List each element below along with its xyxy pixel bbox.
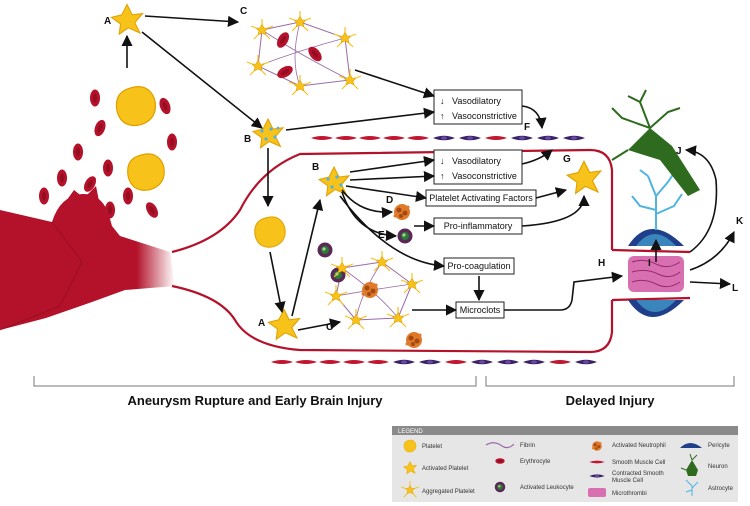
smooth-muscle-cells-bottom	[271, 359, 597, 365]
pro-inflammatory-label: Pro-inflammatory	[444, 221, 513, 231]
microclots-label: Microclots	[460, 305, 501, 315]
legend-microthrombi-icon	[588, 488, 606, 497]
activated-platelet-a-top	[110, 3, 144, 35]
legend-smooth-muscle-cell: Smooth Muscle Cell	[612, 460, 665, 466]
vasoconstrictive-label-inner: Vasoconstrictive	[452, 171, 517, 181]
legend-activated-leukocyte: Activated Leukocyte	[520, 485, 574, 491]
legend-aggregated-platelet: Aggregated Platelet	[422, 489, 475, 495]
letter-b-top: B	[244, 134, 251, 145]
legend-activated-platelet: Activated Platelet	[422, 466, 469, 472]
box-pro-coagulation: Pro-coagulation	[443, 257, 515, 275]
arrow-up-glyph-top: ↑	[440, 111, 445, 121]
escaped-platelets	[115, 86, 165, 191]
legend-neuron: Neuron	[708, 464, 728, 470]
letter-c-top: C	[240, 6, 247, 17]
letter-d: D	[386, 195, 393, 206]
activated-neutrophil-d	[393, 204, 410, 220]
letter-j: J	[676, 146, 682, 157]
legend-platelet: Platelet	[422, 444, 442, 450]
letter-a-top: A	[104, 16, 111, 27]
arrow-down-glyph-top: ↓	[440, 96, 445, 106]
pathway-arrows	[121, 15, 735, 331]
legend-pericyte-icon	[680, 443, 702, 448]
legend-pericyte: Pericyte	[708, 443, 730, 449]
legend-neuron-icon	[680, 453, 698, 476]
aggregated-cluster-c-top	[246, 10, 362, 96]
legend-erythrocyte-icon	[495, 458, 505, 464]
letter-i: I	[648, 258, 651, 269]
box-vasoactive-inner: ↓ Vasodilatory ↑ Vasoconstrictive	[433, 149, 523, 185]
legend-erythrocyte: Erythrocyte	[520, 459, 551, 465]
arrow-up-glyph-inner: ↑	[440, 171, 445, 181]
legend-contracted-smc-line1: Contracted Smooth	[612, 471, 664, 477]
legend-astrocyte-icon	[685, 479, 699, 496]
letter-b-inner: B	[312, 162, 319, 173]
activated-platelet-a-inner	[267, 308, 301, 340]
section-bracket-early	[33, 376, 477, 387]
pro-coagulation-label: Pro-coagulation	[447, 261, 510, 271]
ruptured-aneurysm-vessel	[0, 186, 175, 331]
escaped-erythrocytes	[39, 89, 177, 220]
legend-title: LEGEND	[398, 429, 423, 435]
platelet-inner	[254, 216, 286, 248]
activated-platelet-g	[566, 160, 602, 194]
legend-platelet-icon	[403, 439, 417, 453]
legend-activated-leukocyte-icon	[494, 481, 506, 493]
activated-leukocyte-inner	[317, 242, 333, 258]
vasoconstrictive-label-top: Vasoconstrictive	[452, 111, 517, 121]
astrocyte	[631, 169, 683, 230]
box-microclots: Microclots	[455, 301, 505, 319]
neuron	[611, 89, 700, 196]
legend-fibrin-icon	[485, 442, 515, 449]
letter-h: H	[598, 258, 605, 269]
letter-l: L	[732, 283, 738, 294]
activated-platelet-b-inner	[318, 166, 350, 197]
vasodilatory-label-inner: Vasodilatory	[452, 156, 501, 166]
legend-microthrombi: Microthrombi	[612, 491, 647, 497]
vessel-wall	[171, 148, 691, 354]
legend-activated-neutrophil: Activated Neutrophil	[612, 443, 666, 449]
smooth-muscle-cells-top	[311, 135, 585, 141]
letter-f: F	[524, 122, 530, 133]
microthrombi-i	[628, 256, 684, 292]
activated-platelet-b-top	[252, 118, 284, 149]
legend-fibrin: Fibrin	[520, 443, 535, 449]
box-pro-inflammatory: Pro-inflammatory	[433, 217, 523, 235]
section-label-early: Aneurysm Rupture and Early Brain Injury	[127, 393, 383, 408]
legend-astrocyte: Astrocyte	[708, 486, 734, 492]
letter-k: K	[736, 216, 744, 227]
arrow-down-glyph-inner: ↓	[440, 156, 445, 166]
platelet-activating-factors-label: Platelet Activating Factors	[429, 193, 533, 203]
letter-e: E	[378, 230, 385, 241]
box-vasoactive-top: ↓ Vasodilatory ↑ Vasoconstrictive	[433, 89, 523, 125]
section-label-delayed: Delayed Injury	[566, 393, 656, 408]
legend: LEGEND Platelet Activated Platelet Aggre…	[392, 426, 738, 502]
letter-g: G	[563, 154, 571, 165]
aggregated-cluster-c-inner	[324, 250, 424, 330]
letter-a-inner: A	[258, 318, 265, 329]
activated-neutrophil-bottom	[405, 332, 422, 348]
vasodilatory-label-top: Vasodilatory	[452, 96, 501, 106]
legend-contracted-smc-line2: Muscle Cell	[612, 478, 643, 484]
box-platelet-activating-factors: Platelet Activating Factors	[425, 189, 537, 207]
section-bracket-delayed	[485, 376, 735, 387]
activated-leukocyte-e	[397, 228, 413, 244]
